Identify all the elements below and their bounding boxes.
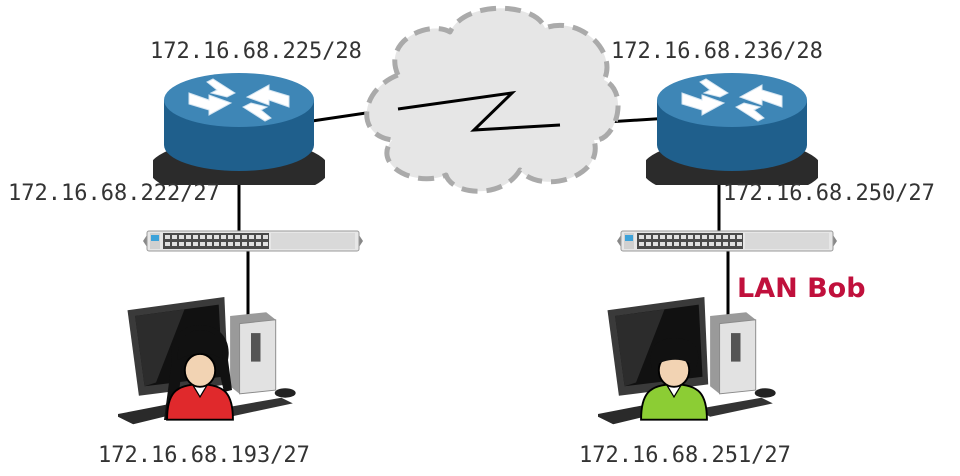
host-left-ip: 172.16.68.193/27 xyxy=(98,443,310,468)
wan-zigzag-link xyxy=(397,90,561,132)
switch-icon-right xyxy=(616,230,838,252)
user-icon-left xyxy=(164,325,235,421)
host-right-ip: 172.16.68.251/27 xyxy=(579,443,791,468)
router-left-wan-ip: 172.16.68.225/28 xyxy=(150,39,362,64)
user-icon-right xyxy=(639,338,709,421)
router-right-wan-ip: 172.16.68.236/28 xyxy=(611,39,823,64)
lan-bob-label: LAN Bob xyxy=(737,273,866,304)
router-right-lan-ip: 172.16.68.250/27 xyxy=(723,181,935,206)
switch-icon-left xyxy=(142,230,364,252)
router-left-lan-ip: 172.16.68.222/27 xyxy=(8,181,220,206)
cloud-icon xyxy=(364,5,621,194)
